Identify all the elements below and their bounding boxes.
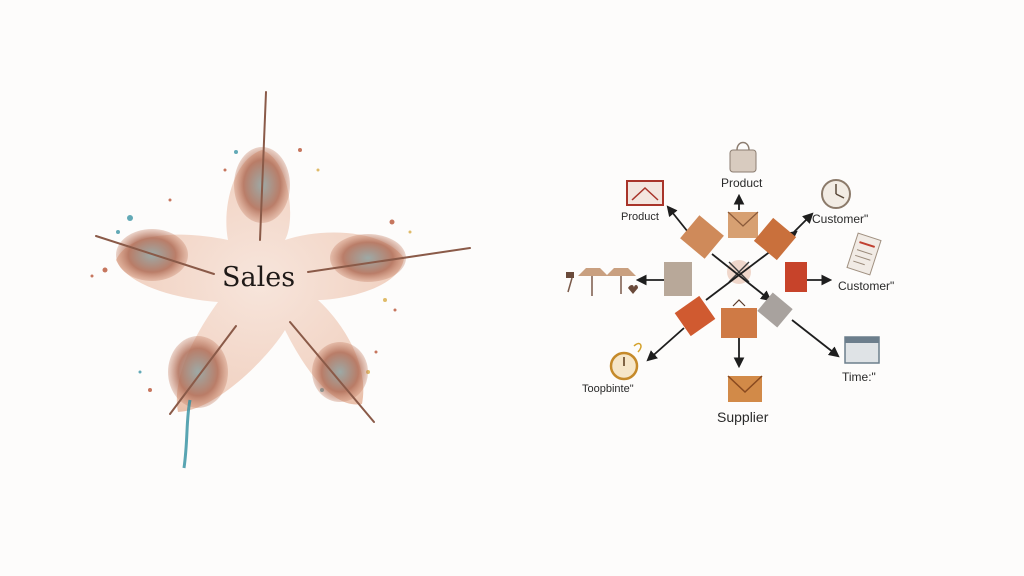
stopwatch-icon xyxy=(609,342,642,381)
sales-label: Sales xyxy=(222,262,296,293)
tile-bottom xyxy=(721,299,757,338)
sales-star xyxy=(90,91,471,469)
tile-upper-left xyxy=(680,215,724,259)
product-card-icon xyxy=(626,180,664,206)
tile-left xyxy=(664,262,692,296)
label-time: Time:" xyxy=(842,370,876,384)
envelope-icon xyxy=(727,375,763,402)
watercolor-drip xyxy=(182,399,192,469)
tile-top xyxy=(727,211,759,238)
label-toopbinte: Toopbinte" xyxy=(582,383,634,395)
tile-lower-right xyxy=(757,292,793,328)
tile-lower-left xyxy=(674,295,716,337)
label-customer-upper: Customer" xyxy=(812,212,869,226)
calendar-icon xyxy=(844,336,880,364)
bag-icon xyxy=(729,141,757,173)
label-product-top: Product xyxy=(721,176,763,190)
hub-diagram xyxy=(566,141,882,402)
label-product-left: Product xyxy=(621,211,659,223)
quill-lines xyxy=(95,91,471,423)
market-stall-icon xyxy=(566,268,638,296)
hub-tiles xyxy=(664,211,807,338)
tile-right xyxy=(785,262,807,292)
tile-upper-right xyxy=(753,217,797,261)
label-customer-right: Customer" xyxy=(838,279,895,293)
clock-icon xyxy=(821,179,851,209)
watercolor-splatter xyxy=(90,148,412,392)
label-supplier: Supplier xyxy=(717,409,769,425)
receipt-icon xyxy=(846,232,882,276)
center-node xyxy=(727,260,751,284)
